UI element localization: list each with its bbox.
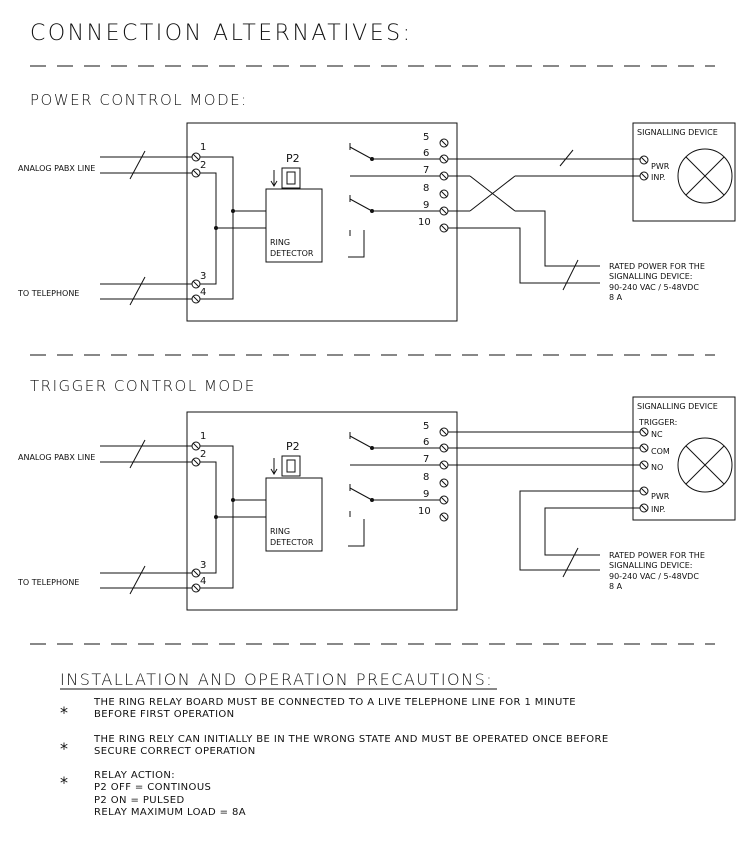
terminal-number: 2 (200, 449, 206, 460)
mode-title: POWER CONTROL MODE: (30, 91, 248, 109)
p2-switch-icon (270, 455, 301, 477)
device-terminal-label: NO (651, 463, 663, 472)
terminal-number: 10 (418, 217, 431, 228)
terminal-number: 3 (200, 271, 206, 282)
terminal-number: 9 (423, 200, 429, 211)
relay-contacts (349, 432, 440, 517)
terminal-number: 4 (200, 576, 206, 587)
device-terminal-label: COM (651, 447, 670, 456)
rated-power-line: 90-240 VAC / 5-48VDC (609, 283, 699, 292)
terminal-number: 5 (423, 421, 429, 432)
ring-detector-label: DETECTOR (270, 249, 314, 258)
trigger-control-mode-section: TRIGGER CONTROL MODE ANALOG PABX LINE TO… (17, 377, 736, 611)
precaution-line: P2 OFF = CONTINOUS (94, 782, 211, 793)
terminal-number: 2 (200, 160, 206, 171)
rated-power-line: RATED POWER FOR THE (609, 262, 705, 271)
terminal-number: 1 (200, 142, 206, 153)
rated-power-line: RATED POWER FOR THE (609, 551, 705, 560)
terminal-number: 7 (423, 165, 429, 176)
input-label-pabx: ANALOG PABX LINE (18, 164, 95, 173)
terminal-number: 3 (200, 560, 206, 571)
precautions-section: INSTALLATION AND OPERATION PRECAUTIONS: … (60, 670, 609, 818)
relay-coil-link (348, 519, 365, 547)
relay-coil-link (348, 230, 365, 258)
relay-board (186, 411, 458, 611)
lamp-icon (677, 148, 733, 204)
rated-power-line: 90-240 VAC / 5-48VDC (609, 572, 699, 581)
device-terminal-label: INP. (651, 505, 665, 514)
page-title: CONNECTION ALTERNATIVES: (30, 21, 413, 46)
precautions-title: INSTALLATION AND OPERATION PRECAUTIONS: (60, 670, 493, 689)
bullet: * (60, 703, 68, 722)
mode-title: TRIGGER CONTROL MODE (30, 377, 256, 395)
internal-wiring (200, 445, 266, 589)
p2-switch-icon (270, 167, 301, 189)
ring-detector-label: RING (270, 527, 290, 536)
ring-detector-box (265, 477, 323, 552)
terminal-number: 8 (423, 472, 429, 483)
p2-label: P2 (286, 152, 300, 165)
external-wiring (448, 149, 640, 291)
terminal-number: 8 (423, 183, 429, 194)
ring-detector-box (265, 188, 323, 263)
precaution-line: THE RING RELAY BOARD MUST BE CONNECTED T… (93, 697, 576, 708)
terminal-number: 9 (423, 489, 429, 500)
device-terminal-label: INP. (651, 173, 665, 182)
internal-wiring (200, 156, 266, 300)
device-terminal-label: PWR (651, 492, 670, 501)
rated-power-line: SIGNALLING DEVICE: (609, 272, 692, 281)
terminal-number: 6 (423, 148, 429, 159)
terminal-number: 1 (200, 431, 206, 442)
ring-detector-label: DETECTOR (270, 538, 314, 547)
terminal-number: 6 (423, 437, 429, 448)
left-terminals (191, 441, 201, 593)
input-label-pabx: ANALOG PABX LINE (18, 453, 95, 462)
device-terminals (639, 155, 649, 181)
terminal-number: 10 (418, 506, 431, 517)
trigger-label: TRIGGER: (638, 418, 677, 427)
terminal-number: 5 (423, 132, 429, 143)
lamp-icon (677, 437, 733, 493)
input-wiring (100, 439, 192, 595)
external-wiring (448, 431, 640, 578)
relay-board (186, 122, 458, 322)
precaution-line: BEFORE FIRST OPERATION (94, 709, 235, 720)
p2-label: P2 (286, 440, 300, 453)
left-terminals (191, 152, 201, 304)
precaution-line: RELAY MAXIMUM LOAD = 8A (94, 807, 246, 818)
device-terminal-label: NC (651, 430, 663, 439)
right-terminals (439, 427, 449, 522)
right-terminals (439, 138, 449, 233)
signalling-device-title: SIGNALLING DEVICE (637, 402, 718, 411)
rated-power-line: 8 A (609, 582, 623, 591)
input-wiring (100, 150, 192, 306)
rated-power-line: 8 A (609, 293, 623, 302)
precaution-line: SECURE CORRECT OPERATION (94, 746, 256, 757)
signalling-device-title: SIGNALLING DEVICE (637, 128, 718, 137)
power-control-mode-section: POWER CONTROL MODE: ANALOG PABX LINE TO … (17, 91, 736, 322)
ring-detector-label: RING (270, 238, 290, 247)
terminal-number: 7 (423, 454, 429, 465)
bullet: * (60, 739, 68, 758)
terminal-number: 4 (200, 287, 206, 298)
signalling-device-box (632, 122, 736, 222)
device-terminal-label: PWR (651, 162, 670, 171)
precaution-line: THE RING RELY CAN INITIALLY BE IN THE WR… (93, 734, 609, 745)
signalling-device-box (632, 396, 736, 521)
precaution-line: RELAY ACTION: (94, 770, 175, 781)
input-label-telephone: TO TELEPHONE (17, 289, 79, 298)
input-label-telephone: TO TELEPHONE (17, 578, 79, 587)
device-terminals (639, 427, 649, 513)
bullet: * (60, 773, 68, 792)
rated-power-line: SIGNALLING DEVICE: (609, 561, 692, 570)
relay-contacts (349, 143, 440, 236)
precaution-line: P2 ON = PULSED (94, 795, 185, 806)
